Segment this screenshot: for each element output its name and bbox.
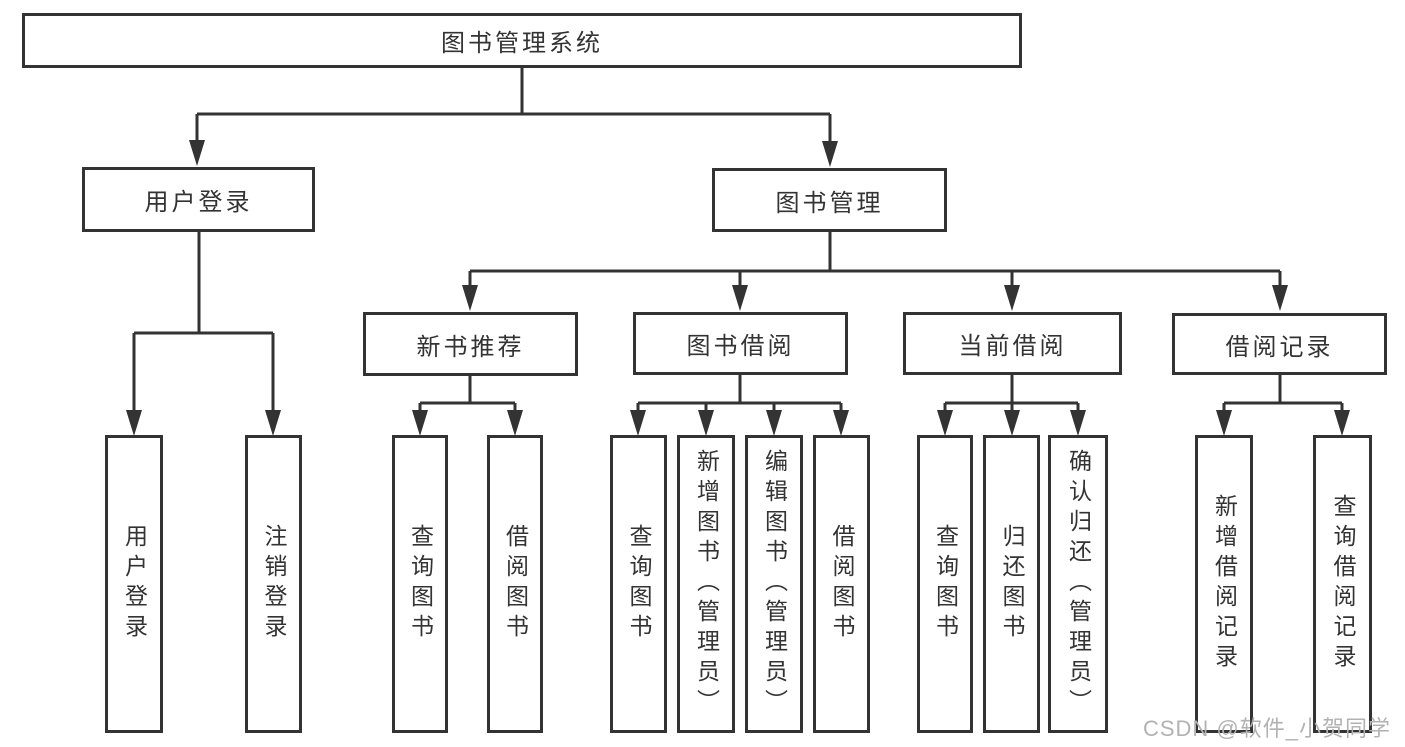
leaf-add-borrow-record: 新增借阅记录 [1195, 435, 1253, 733]
leaf-confirm-return-admin: 确认归还（管理员） [1048, 435, 1108, 733]
leaf-borrow-books-recommend: 借阅图书 [487, 435, 543, 733]
node-book-management: 图书管理 [712, 168, 947, 232]
leaf-return-books: 归还图书 [983, 435, 1040, 733]
leaf-query-books-recommend: 查询图书 [392, 435, 448, 733]
leaf-user-login: 用户登录 [105, 435, 163, 733]
node-book-borrowing: 图书借阅 [633, 312, 848, 375]
node-current-borrowing: 当前借阅 [903, 312, 1122, 375]
arrowheads [126, 114, 1350, 436]
leaf-borrow-books-borrowing: 借阅图书 [813, 435, 870, 733]
leaf-logout: 注销登录 [245, 435, 302, 733]
tree-edges [134, 66, 1342, 405]
leaf-add-book-admin: 新增图书（管理员） [677, 435, 735, 733]
leaf-query-books-current: 查询图书 [917, 435, 973, 733]
leaf-edit-book-admin: 编辑图书（管理员） [745, 435, 803, 733]
csdn-watermark: CSDN @软件_小贺同学 [1142, 716, 1391, 741]
node-user-login: 用户登录 [82, 167, 315, 232]
node-library-system: 图书管理系统 [22, 13, 1022, 68]
leaf-query-borrow-record: 查询借阅记录 [1313, 435, 1372, 733]
node-borrowing-records: 借阅记录 [1172, 313, 1387, 375]
leaf-query-books-borrowing: 查询图书 [610, 435, 667, 733]
node-new-book-recommend: 新书推荐 [363, 312, 578, 376]
